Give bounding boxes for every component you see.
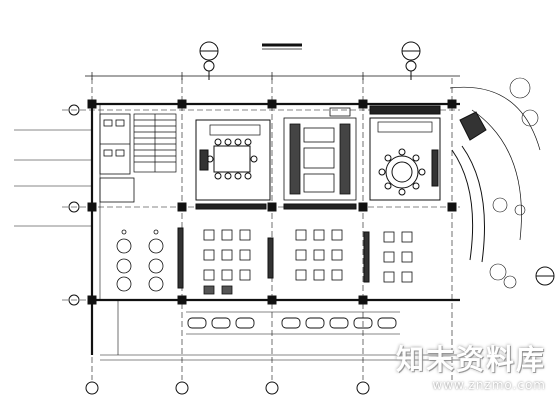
curved-facade — [449, 86, 541, 263]
restroom-block — [99, 113, 135, 203]
title-rule — [262, 43, 302, 50]
axis-bubbles-left — [68, 104, 80, 306]
section-marker-east — [535, 266, 555, 286]
dining-tables-center — [203, 229, 413, 295]
structural-columns — [87, 99, 457, 305]
section-marker-left — [199, 41, 219, 80]
dining-tables-left — [116, 229, 164, 292]
hall-partitions — [177, 227, 370, 289]
axis-bubbles-bottom — [85, 381, 370, 395]
grid-axes — [62, 78, 460, 380]
kitchen-center — [283, 107, 357, 201]
private-room-left — [195, 119, 271, 201]
exterior-walls — [90, 102, 460, 355]
section-marker-right — [401, 41, 421, 80]
watermark: 知末资料库 www.znzmo.com — [395, 343, 546, 393]
service-counters — [195, 105, 441, 210]
watermark-url: www.znzmo.com — [432, 378, 546, 392]
stairwell — [133, 113, 177, 173]
landscape-planting — [489, 77, 539, 289]
storefront-glazing — [100, 300, 460, 361]
annotation-leaders-left — [14, 129, 92, 227]
watermark-title: 知末资料库 — [395, 343, 546, 376]
dimension-line-top — [85, 72, 460, 80]
booth-seating-row — [186, 311, 400, 335]
private-room-right — [369, 117, 441, 201]
